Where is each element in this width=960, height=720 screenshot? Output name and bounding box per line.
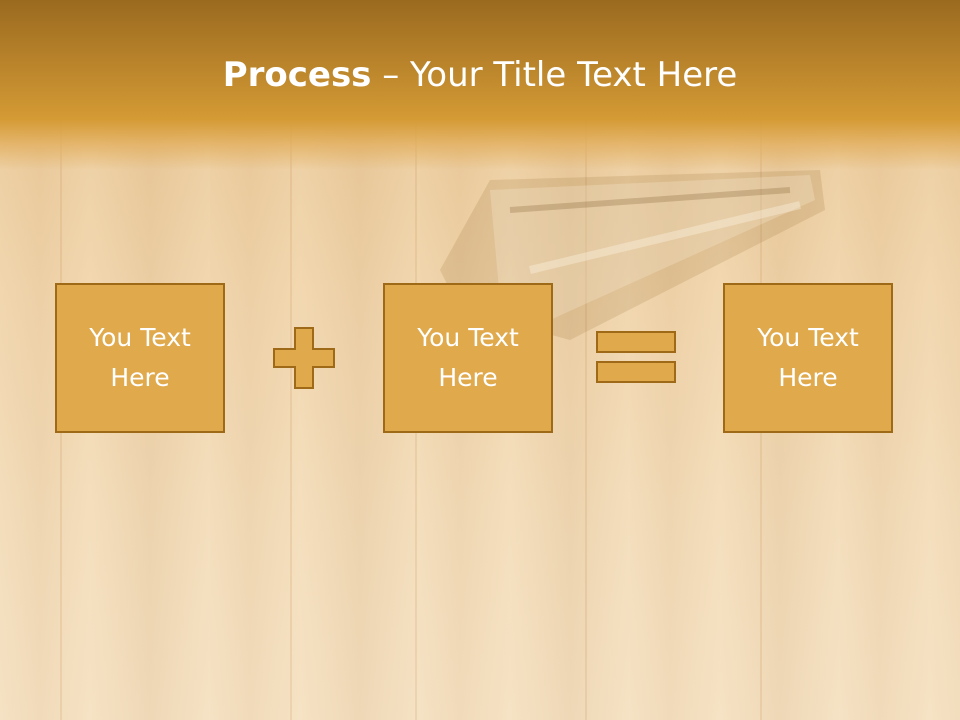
text-box-1: You Text Here <box>55 283 225 433</box>
header-band <box>0 0 960 170</box>
equals-icon <box>596 331 676 383</box>
title-rest: – Your Title Text Here <box>371 55 738 95</box>
text-box-2: You Text Here <box>383 283 553 433</box>
wood-grain <box>585 120 587 720</box>
text-box-3-label: You Text Here <box>757 323 859 392</box>
text-box-2-label: You Text Here <box>417 323 519 392</box>
slide-title: Process – Your Title Text Here <box>0 52 960 98</box>
title-bold: Process <box>222 55 372 95</box>
plus-icon <box>273 327 335 389</box>
text-box-1-label: You Text Here <box>89 323 191 392</box>
wood-grain <box>290 120 292 720</box>
text-box-3: You Text Here <box>723 283 893 433</box>
